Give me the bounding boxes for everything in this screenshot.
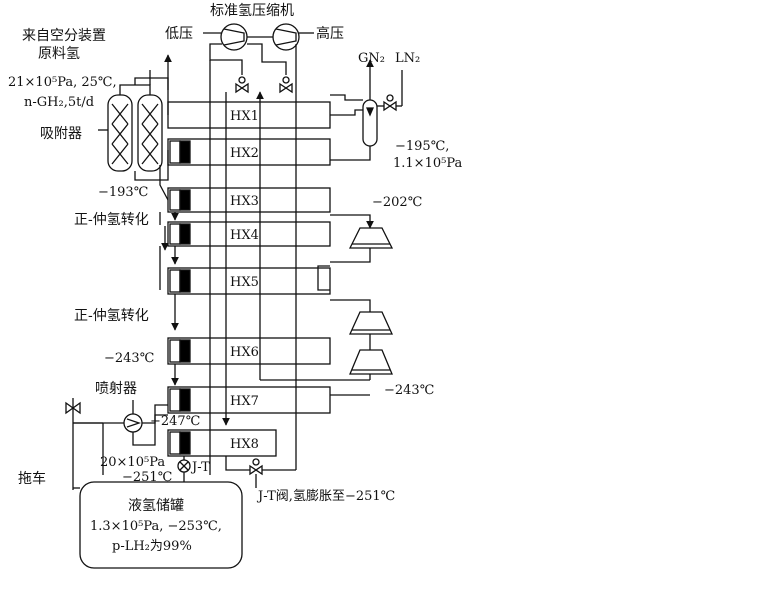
low-pressure-compressor-icon <box>220 23 248 51</box>
hx7-box <box>167 386 331 414</box>
conversion-label-2: 正-仲氢转化 <box>74 308 149 324</box>
high-pressure-label: 高压 <box>316 25 344 42</box>
hx6-label: HX6 <box>230 345 259 360</box>
hx3-label: HX3 <box>230 194 259 209</box>
temp-243-right: −243℃ <box>384 383 434 398</box>
ln2-label: LN₂ <box>395 51 420 66</box>
jt-label: J-T <box>190 460 210 475</box>
turbine-icon <box>348 311 394 335</box>
ln2-valve-icon <box>383 94 397 112</box>
adsorber-label: 吸附器 <box>40 126 82 142</box>
tank-name: 液氢储罐 <box>128 498 184 514</box>
source-label: 来自空分装置 <box>22 28 106 44</box>
hx8-label: HX8 <box>230 437 259 452</box>
conversion-label-1: 正-仲氢转化 <box>74 212 149 228</box>
ejector-label: 喷射器 <box>95 381 137 397</box>
feed-condition: 21×10⁵Pa, 25℃, <box>8 75 117 90</box>
turbine-icon <box>348 227 394 249</box>
hx2-label: HX2 <box>230 146 259 161</box>
jt-valve-label: J-T阀,氢膨胀至−251℃ <box>256 489 395 504</box>
hx1-label: HX1 <box>230 109 259 124</box>
temp-251: −251℃ <box>122 470 172 485</box>
trailer-label: 拖车 <box>18 470 46 487</box>
trailer-valve-icon <box>65 401 81 415</box>
jt-expansion-valve-icon <box>249 458 263 476</box>
adsorber-icon <box>107 94 163 172</box>
hx5-box <box>167 267 331 295</box>
low-pressure-label: 低压 <box>165 26 193 42</box>
ln2-temp-label: −195℃, <box>395 139 449 154</box>
temp-193: −193℃ <box>98 185 148 200</box>
compressor-title: 标准氢压缩机 <box>210 3 294 19</box>
valve-icon <box>235 76 249 94</box>
hx4-box <box>167 221 331 247</box>
high-pressure-compressor-icon <box>272 23 300 51</box>
gn2-label: GN₂ <box>358 51 385 66</box>
valve-icon <box>279 76 293 94</box>
hx8-box <box>167 429 277 457</box>
jt-valve-icon <box>177 459 191 473</box>
pressure-20-label: 20×10⁵Pa <box>100 455 165 470</box>
temp-247: −247℃ <box>150 414 200 429</box>
catalyst-sections <box>169 140 191 455</box>
source-label-2: 原料氢 <box>38 46 80 62</box>
tank-condition-1: 1.3×10⁵Pa, −253℃, <box>90 519 222 534</box>
ln2-separator-icon <box>362 99 378 147</box>
ln2-pressure-label: 1.1×10⁵Pa <box>393 156 462 171</box>
lh2-storage-tank <box>79 481 243 569</box>
turbine-icon <box>349 349 393 375</box>
ejector-icon <box>123 413 143 433</box>
tank-condition-2: p-LH₂为99% <box>112 539 192 554</box>
hx6-box <box>167 337 331 365</box>
temp-202: −202℃ <box>372 195 422 210</box>
temp-243-left: −243℃ <box>104 351 154 366</box>
hx5-label: HX5 <box>230 275 259 290</box>
feed-condition-2: n-GH₂,5t/d <box>24 95 94 110</box>
hx7-label: HX7 <box>230 394 259 409</box>
hx4-label: HX4 <box>230 228 259 243</box>
